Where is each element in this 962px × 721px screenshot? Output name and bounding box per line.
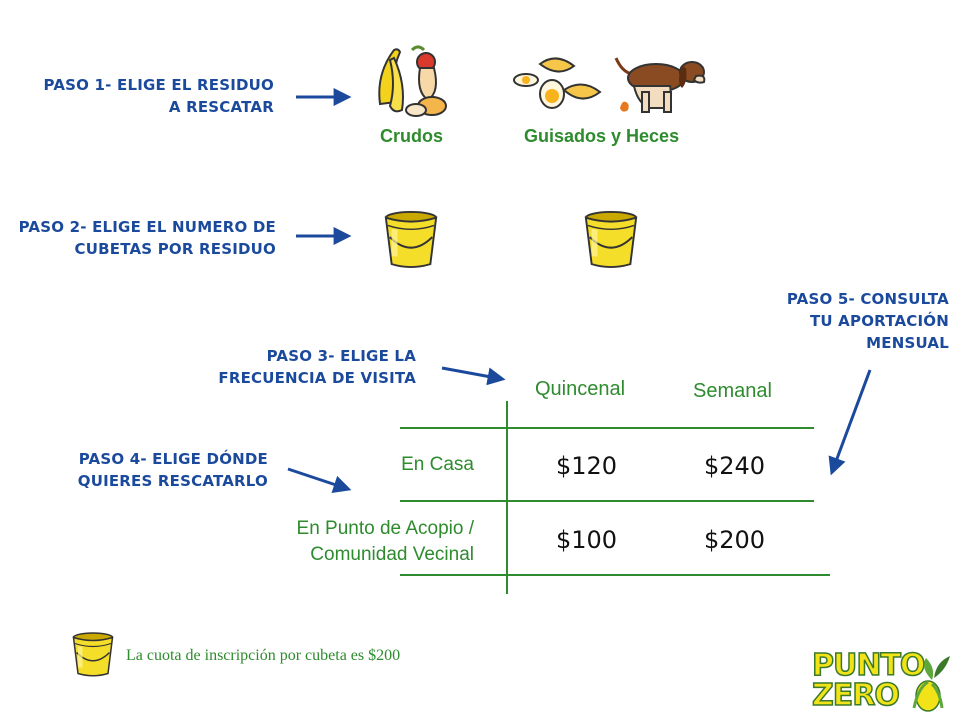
registration-fee-note: La cuota de inscripción por cubeta es $2… (126, 647, 401, 664)
bucket-icon (582, 208, 640, 270)
price-en-casa-quincenal: $120 (556, 452, 618, 480)
column-header-quincenal: Quincenal (535, 378, 626, 400)
row-label-en-casa: En Casa (401, 454, 474, 475)
table-divider-middle (400, 500, 814, 502)
raw-food-scraps-icon (378, 45, 447, 117)
bucket-icon (382, 208, 440, 270)
arrow-step4 (287, 467, 352, 493)
price-en-casa-semanal: $240 (704, 452, 766, 480)
dog-icon (614, 57, 706, 113)
punto-zero-logo: PUNTO ZERO (811, 647, 956, 714)
row-label-punto-acopio: En Punto de Acopio / Comunidad Vecinal (296, 518, 474, 565)
cooked-food-icon (513, 57, 602, 109)
table-divider-bottom (400, 574, 830, 576)
table-vertical-divider (506, 401, 508, 594)
arrow-step5 (828, 369, 872, 476)
arrow-step3 (441, 366, 506, 386)
corn-sprout-icon (912, 656, 950, 712)
waste-type-cooked-feces: Guisados y Heces (524, 126, 680, 146)
price-punto-acopio-quincenal: $100 (556, 526, 618, 554)
price-punto-acopio-semanal: $200 (704, 526, 766, 554)
bucket-icon (70, 630, 116, 678)
column-header-semanal: Semanal (693, 380, 772, 402)
logo-text-punto: PUNTO (811, 647, 926, 684)
logo-text-zero: ZERO (811, 677, 900, 714)
waste-type-raw: Crudos (380, 126, 443, 146)
table-divider-top (400, 427, 814, 429)
